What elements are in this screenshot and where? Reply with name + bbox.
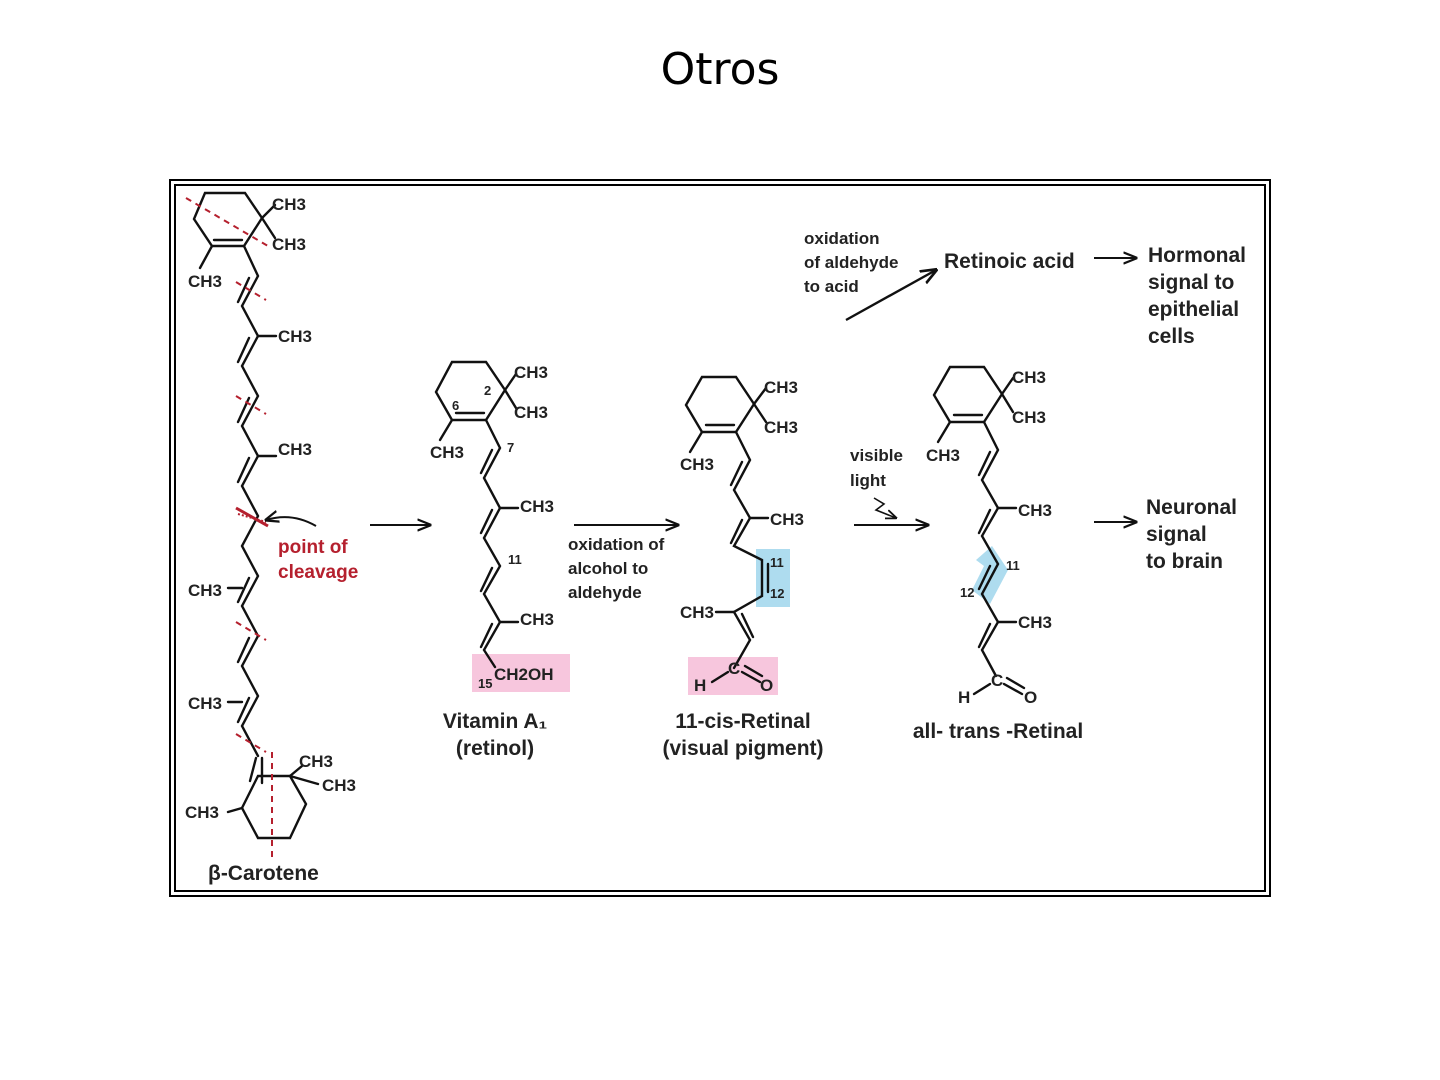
retinol-ch3-2: CH3 <box>514 403 548 422</box>
cis-o: O <box>760 676 773 695</box>
bc-ch3-6: CH3 <box>188 581 222 600</box>
cis-retinal-name: 11-cis-Retinal <box>675 710 810 733</box>
bc-ch3-4: CH3 <box>278 327 312 346</box>
cleavage-label: cleavage <box>278 562 358 583</box>
cis-retinal-structure <box>684 375 770 684</box>
neuronal-line3: to brain <box>1146 550 1223 573</box>
retinol-ch2oh: CH2OH <box>494 665 554 684</box>
trans-c: C <box>991 671 1003 690</box>
cis-ch3-4: CH3 <box>770 510 804 529</box>
bc-ch3-1: CH3 <box>272 195 306 214</box>
figure-frame-inner <box>174 184 1266 892</box>
cis-ch3-1: CH3 <box>764 378 798 397</box>
hormonal-line4: cells <box>1148 325 1195 348</box>
bc-ch3-3: CH3 <box>188 272 222 291</box>
slide-title: Otros <box>660 44 780 95</box>
ox-alcohol-line2: alcohol to <box>568 559 648 578</box>
cis-num-12: 12 <box>770 586 784 601</box>
trans-ch3-4: CH3 <box>1018 501 1052 520</box>
retinol-num-11: 11 <box>508 552 522 567</box>
ox-aldehyde-line1: oxidation <box>804 229 880 248</box>
arrow-oxidation-aldehyde <box>845 270 936 322</box>
retinol-ch3-4: CH3 <box>520 497 554 516</box>
hormonal-line3: epithelial <box>1148 298 1239 321</box>
retinol-structure <box>434 360 520 669</box>
light-squiggle <box>873 497 896 518</box>
bc-ch3-2: CH3 <box>272 235 306 254</box>
ox-aldehyde-line3: to acid <box>804 277 859 296</box>
retinol-num-7: 7 <box>507 440 514 455</box>
vitamin-a-name: Vitamin A₁ <box>443 710 547 733</box>
cis-c: C <box>728 659 740 678</box>
trans-o: O <box>1024 688 1037 707</box>
cis-num-11: 11 <box>770 555 784 570</box>
trans-num-11: 11 <box>1006 558 1020 573</box>
trans-ch3-3: CH3 <box>926 446 960 465</box>
cis-retinal-desc: (visual pigment) <box>662 737 823 760</box>
neuronal-line1: Neuronal <box>1146 496 1237 519</box>
retinol-num-15: 15 <box>478 676 492 691</box>
trans-ch3-1: CH3 <box>1012 368 1046 387</box>
ox-alcohol-line1: oxidation of <box>568 535 665 554</box>
ox-aldehyde-line2: of aldehyde <box>804 253 898 272</box>
figure-frame-outer <box>169 179 1271 897</box>
retinol-ch3-3: CH3 <box>430 443 464 462</box>
beta-carotene-name: β-Carotene <box>208 862 319 885</box>
light-label: light <box>850 471 886 490</box>
point-of-label: point of <box>278 537 348 558</box>
trans-retinal-structure <box>932 365 1026 696</box>
bc-ch3-5: CH3 <box>278 440 312 459</box>
retinol-ch3-1: CH3 <box>514 363 548 382</box>
visible-label: visible <box>850 446 903 465</box>
trans-h: H <box>958 688 970 707</box>
cis-ch3-3: CH3 <box>680 455 714 474</box>
cis-ch3-5: CH3 <box>680 603 714 622</box>
bc-ch3-9: CH3 <box>322 776 356 795</box>
retinol-num-2: 2 <box>484 383 491 398</box>
trans-ch3-2: CH3 <box>1012 408 1046 427</box>
bc-ch3-8: CH3 <box>299 752 333 771</box>
retinol-num-6: 6 <box>452 398 459 413</box>
trans-ch3-5: CH3 <box>1018 613 1052 632</box>
cis-ch3-2: CH3 <box>764 418 798 437</box>
retinol-ch3-5: CH3 <box>520 610 554 629</box>
trans-num-12: 12 <box>960 585 974 600</box>
retinol-ch2oh-highlight <box>472 654 570 692</box>
hormonal-line1: Hormonal <box>1148 244 1246 267</box>
bc-ch3-10: CH3 <box>185 803 219 822</box>
neuronal-line2: signal <box>1146 523 1207 546</box>
bc-ch3-7: CH3 <box>188 694 222 713</box>
trans-retinal-name: all- trans -Retinal <box>913 720 1083 743</box>
trans-bond-highlight <box>972 546 1008 604</box>
beta-carotene-structure <box>185 191 320 860</box>
hormonal-line2: signal to <box>1148 271 1234 294</box>
ox-alcohol-line3: aldehyde <box>568 583 642 602</box>
retinol-name: (retinol) <box>456 737 534 760</box>
cis-h: H <box>694 676 706 695</box>
retinoic-acid-label: Retinoic acid <box>944 250 1075 273</box>
